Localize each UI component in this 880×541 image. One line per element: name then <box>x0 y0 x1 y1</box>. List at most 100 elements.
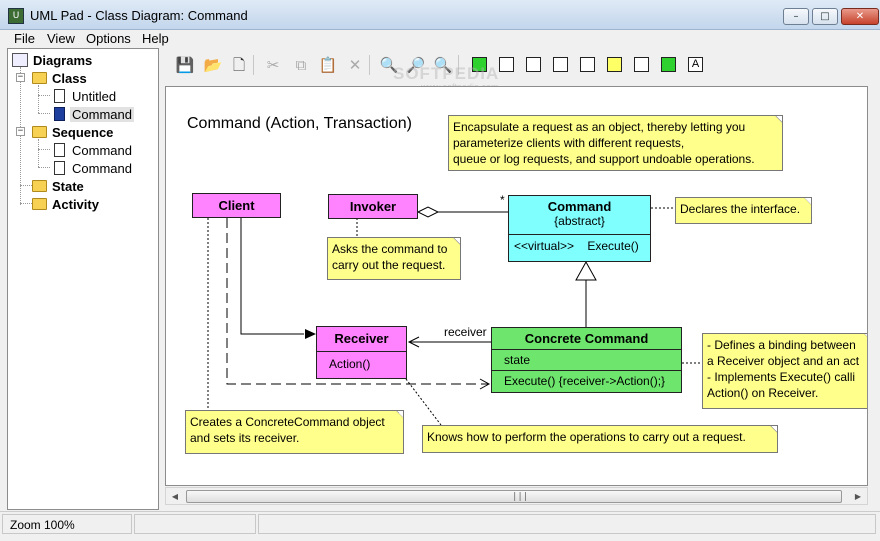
tree-guide <box>38 95 50 96</box>
minimize-button[interactable]: – <box>783 8 809 25</box>
tree-guide <box>38 167 50 168</box>
save-icon[interactable]: 💾 <box>175 56 195 74</box>
tree-folder-label: Activity <box>52 197 99 212</box>
command-class[interactable]: Command {abstract} <<virtual>> Execute() <box>508 195 651 262</box>
status-cell <box>258 514 876 534</box>
diagram-tree[interactable]: Diagrams − Class Untitled Command − Sequ… <box>7 48 159 510</box>
scroll-left-icon[interactable]: ◀ <box>171 492 179 501</box>
collapse-sequence-icon[interactable]: − <box>16 126 25 136</box>
tree-folder-label: Class <box>52 71 87 86</box>
note-line: carry out the request. <box>332 258 446 272</box>
aggregation-tool-icon[interactable] <box>580 57 595 72</box>
class-stereotype: {abstract} <box>554 214 605 228</box>
tree-guide <box>38 149 50 150</box>
tree-guide <box>20 203 32 204</box>
binding-note[interactable]: - Defines a binding between a Receiver o… <box>702 333 867 409</box>
zoom-status: Zoom 100% <box>10 518 75 532</box>
client-note[interactable]: Creates a ConcreteCommand object and set… <box>185 410 404 454</box>
tree-guide <box>38 139 39 167</box>
menu-view[interactable]: View <box>47 31 75 46</box>
note-line: a Receiver object and an act <box>707 354 860 368</box>
zoom-out-icon[interactable]: 🔎 <box>406 56 426 74</box>
note-line: - Implements Execute() calli <box>707 370 856 384</box>
class-name: Invoker <box>349 199 397 214</box>
scroll-right-icon[interactable]: ▶ <box>854 492 862 501</box>
class-name: Command <box>547 199 612 214</box>
note-tool-icon[interactable] <box>607 57 622 72</box>
copy-icon[interactable]: ⧉ <box>295 56 307 74</box>
package-tool-icon[interactable] <box>661 57 676 72</box>
scrollbar-grip-icon: ||| <box>512 492 529 502</box>
note-line: Declares the interface. <box>680 202 801 216</box>
zoom-in-icon[interactable]: 🔍 <box>379 56 399 74</box>
open-icon[interactable]: 📂 <box>203 56 223 74</box>
note-link-tool-icon[interactable] <box>634 57 649 72</box>
toolbar-separator <box>458 55 459 75</box>
class-operation: Action() <box>317 351 406 378</box>
note-line: and sets its receiver. <box>190 431 300 445</box>
status-cell-zoom: Zoom 100% <box>2 514 132 534</box>
concrete-command-class[interactable]: Concrete Command state Execute() {receiv… <box>491 327 682 393</box>
diagrams-root-icon <box>12 53 28 67</box>
folder-icon <box>32 72 47 84</box>
window-title: UML Pad - Class Diagram: Command <box>30 8 248 23</box>
tree-root-label: Diagrams <box>33 53 93 68</box>
client-class[interactable]: Client <box>192 193 281 218</box>
tree-guide <box>38 85 39 113</box>
menu-bar: File View Options Help <box>0 30 880 47</box>
uml-pad-app-icon[interactable]: U <box>8 8 24 24</box>
status-bar: Zoom 100% <box>0 511 880 541</box>
note-line: Action() on Receiver. <box>707 386 819 400</box>
receiver-class[interactable]: Receiver Action() <box>316 326 407 379</box>
menu-file[interactable]: File <box>14 31 35 46</box>
tree-guide <box>38 113 50 114</box>
document-icon <box>54 107 65 121</box>
cut-icon[interactable]: ✂ <box>266 56 280 74</box>
text-tool-icon[interactable]: A <box>688 57 703 72</box>
tree-guide <box>20 185 32 186</box>
generalization-tool-icon[interactable] <box>553 57 568 72</box>
paste-icon[interactable]: 📋 <box>318 56 338 74</box>
receiver-note[interactable]: Knows how to perform the operations to c… <box>422 425 778 453</box>
association-tool-icon[interactable] <box>499 57 514 72</box>
invoker-note[interactable]: Asks the command to carry out the reques… <box>327 237 461 280</box>
intent-note[interactable]: Encapsulate a request as an object, ther… <box>448 115 783 171</box>
tree-guide <box>20 67 21 205</box>
class-operation: Execute() {receiver->Action();} <box>492 370 681 392</box>
class-name: Client <box>218 198 255 213</box>
command-header: Command {abstract} <box>509 196 650 234</box>
tree-folder-label: Sequence <box>52 125 114 140</box>
menu-help[interactable]: Help <box>142 31 169 46</box>
note-line: - Defines a binding between <box>707 338 856 352</box>
dependency-tool-icon[interactable] <box>526 57 541 72</box>
document-icon <box>54 89 65 103</box>
delete-icon[interactable]: ✕ <box>348 56 362 74</box>
menu-options[interactable]: Options <box>86 31 131 46</box>
multiplicity-label: * <box>500 193 505 207</box>
collapse-class-icon[interactable]: − <box>16 72 25 82</box>
zoom-fit-icon[interactable]: 🔍 <box>433 56 453 74</box>
horizontal-scrollbar[interactable]: ◀ ||| ▶ <box>165 487 868 505</box>
tree-item-label: Command <box>72 143 132 158</box>
note-line: queue or log requests, and support undoa… <box>453 152 755 166</box>
declares-note[interactable]: Declares the interface. <box>675 197 812 224</box>
note-line: Asks the command to <box>332 242 448 256</box>
tree-item-label: Command <box>72 161 132 176</box>
maximize-button[interactable]: □ <box>812 8 838 25</box>
close-button[interactable]: ✕ <box>841 8 879 25</box>
note-line: Knows how to perform the operations to c… <box>427 430 746 444</box>
receiver-role-label: receiver <box>444 325 487 339</box>
class-name: Receiver <box>334 331 389 346</box>
scrollbar-thumb[interactable]: ||| <box>186 490 842 503</box>
toolbar-separator <box>369 55 370 75</box>
diagram-title: Command (Action, Transaction) <box>187 115 412 132</box>
new-icon[interactable]: 🗋 <box>232 56 246 74</box>
class-tool-icon[interactable] <box>472 57 487 72</box>
invoker-class[interactable]: Invoker <box>328 194 418 219</box>
document-icon <box>54 161 65 175</box>
diagram-canvas[interactable]: Command (Action, Transaction) Encapsulat… <box>165 86 868 486</box>
class-attribute: state <box>492 349 681 370</box>
toolbar-separator <box>253 55 254 75</box>
note-line: Encapsulate a request as an object, ther… <box>453 120 746 134</box>
note-line: Creates a ConcreteCommand object <box>190 415 385 429</box>
